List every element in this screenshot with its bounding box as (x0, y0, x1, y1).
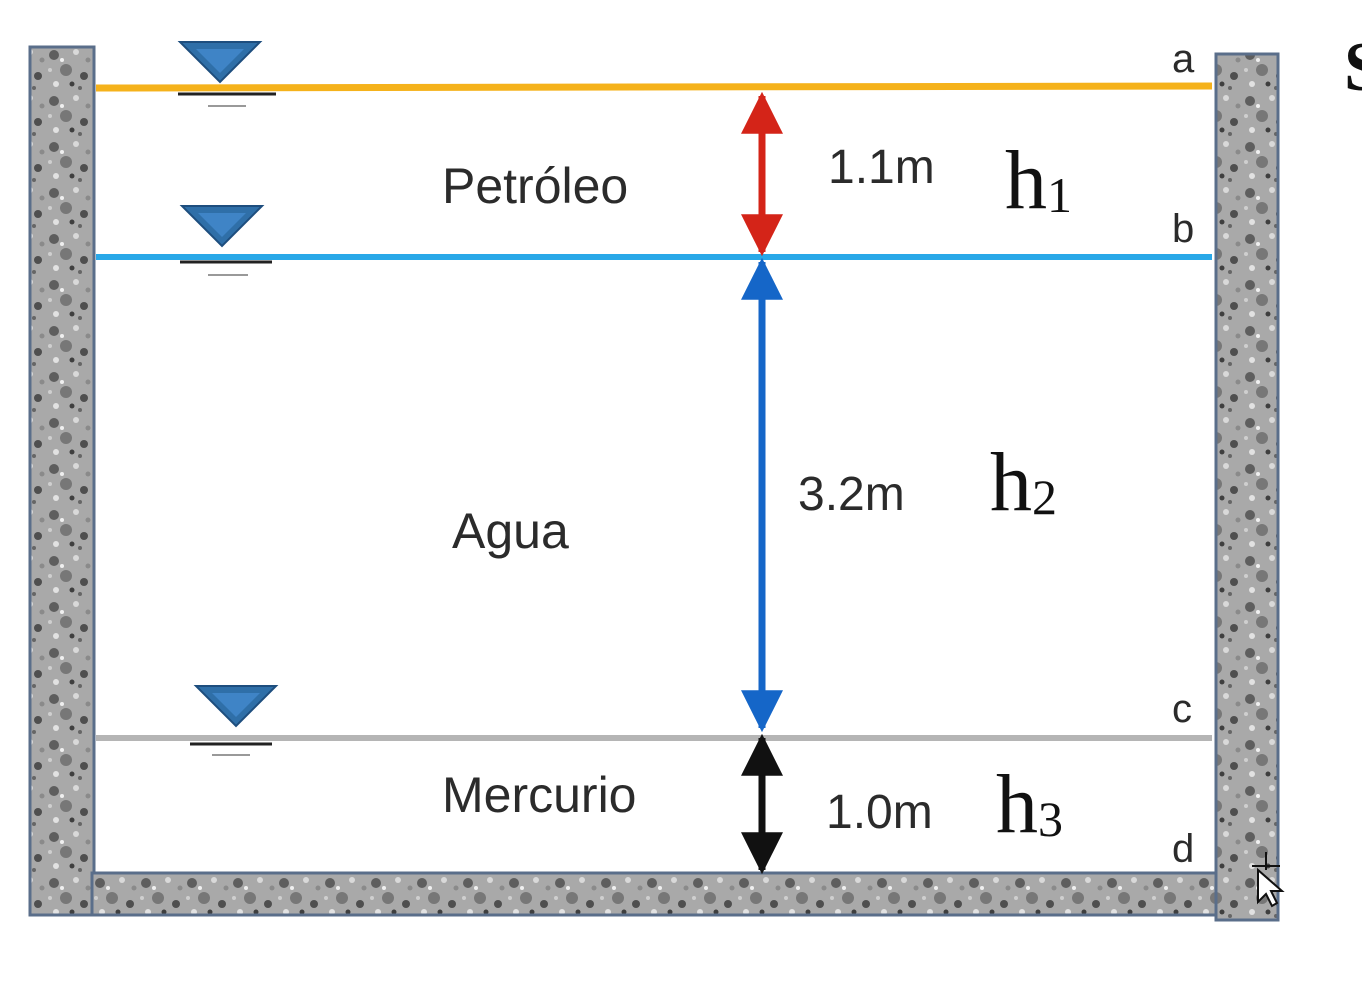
water-level-marker-icon (179, 205, 272, 276)
mercury-level-marker-icon (190, 685, 279, 756)
oil-label: Petróleo (442, 158, 628, 214)
h1-value-label: 1.1m (828, 141, 935, 194)
edge-glyph: S (1344, 29, 1362, 106)
tank-floor (90, 871, 1218, 917)
point-b-label: b (1172, 207, 1194, 251)
h2-value-label: 3.2m (798, 468, 905, 521)
h2-symbol: h2 (990, 436, 1057, 529)
h3-value-label: 1.0m (826, 786, 933, 839)
oil-surface-line (95, 82, 1213, 92)
move-cursor-icon (1252, 852, 1285, 908)
water-label: Agua (452, 503, 569, 559)
point-d-label: d (1172, 827, 1194, 871)
h1-symbol: h1 (1005, 134, 1072, 227)
mercury-label: Mercurio (442, 767, 636, 823)
point-a-label: a (1172, 37, 1195, 81)
right-wall (1214, 52, 1280, 922)
h3-symbol: h3 (996, 758, 1063, 851)
oil-level-marker-icon (177, 41, 276, 107)
left-wall (28, 45, 96, 917)
point-c-label: c (1172, 687, 1192, 731)
